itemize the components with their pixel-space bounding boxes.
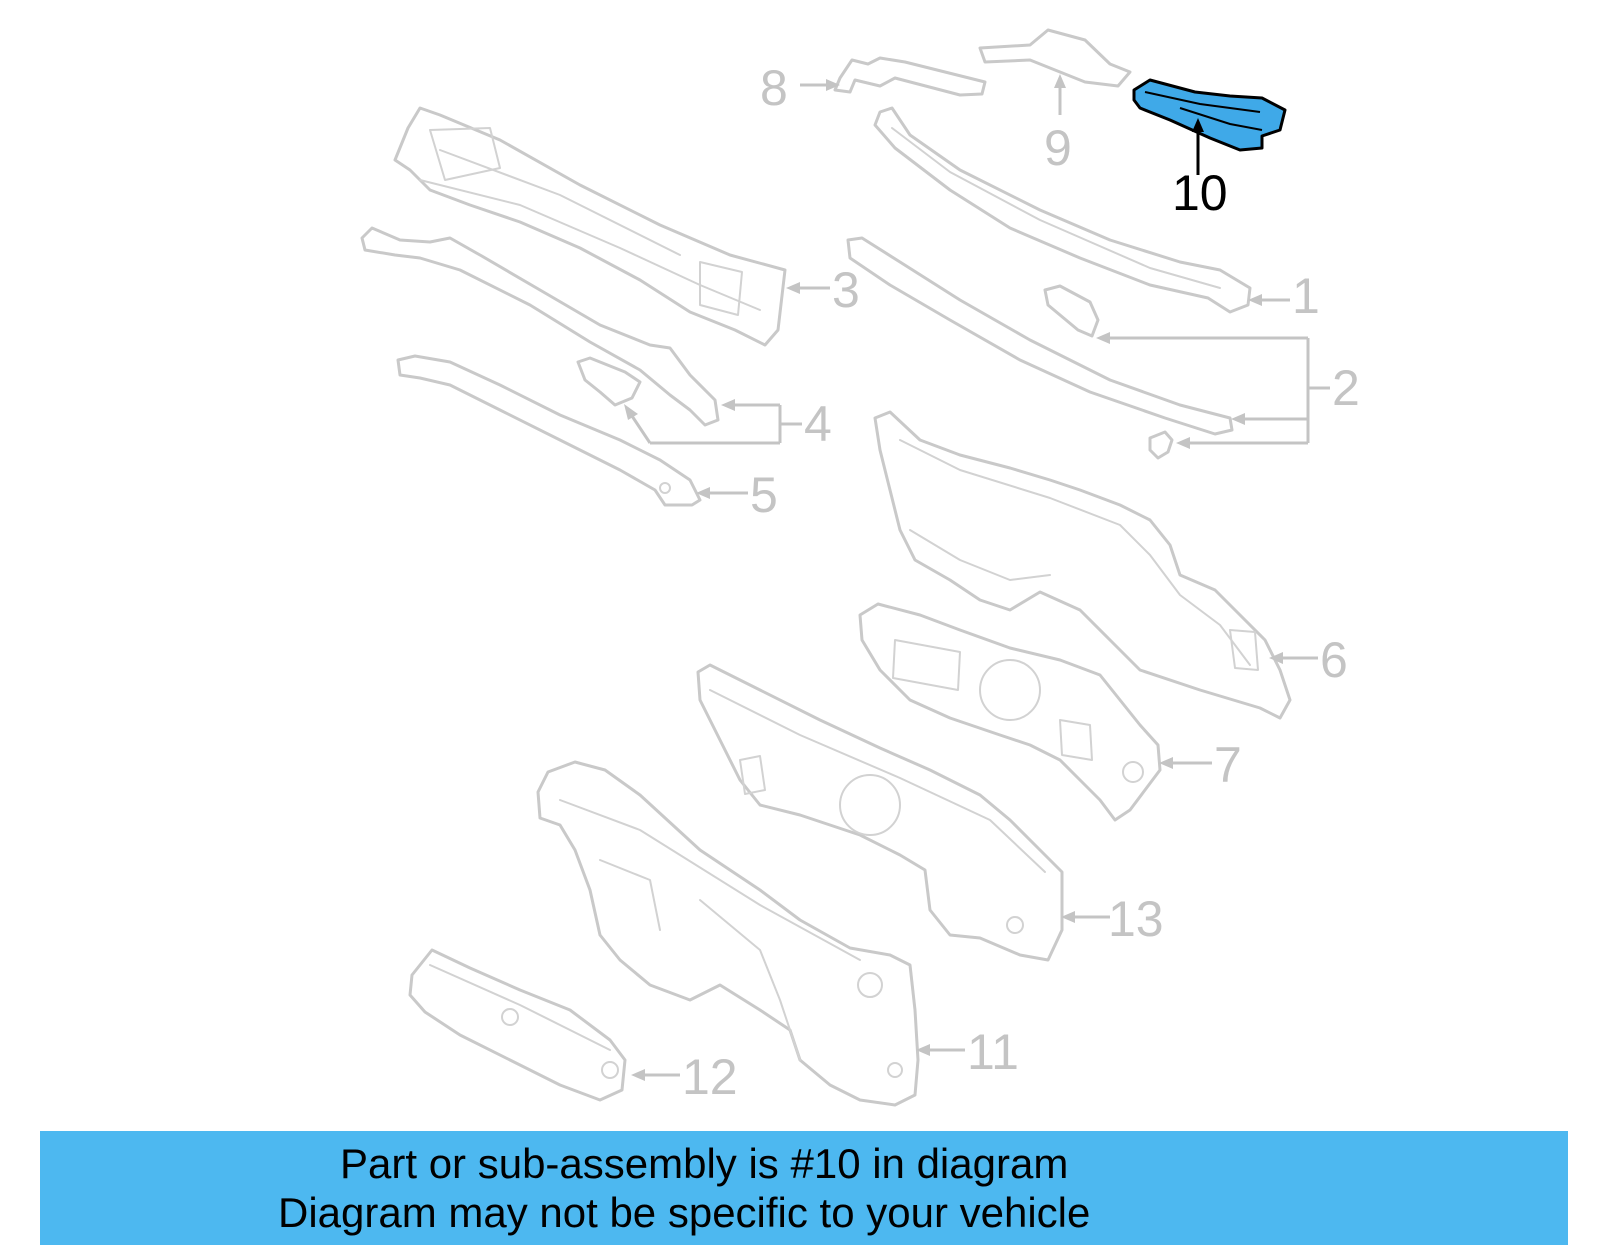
callout-6: 6 bbox=[1269, 632, 1348, 688]
part-5 bbox=[396, 354, 702, 507]
part-9 bbox=[978, 28, 1132, 88]
part-2 bbox=[846, 236, 1330, 460]
callout-8: 8 bbox=[760, 60, 840, 116]
callout-number-13: 13 bbox=[1108, 891, 1164, 947]
caption-line-2: Diagram may not be specific to your vehi… bbox=[278, 1189, 1091, 1236]
callout-number-10: 10 bbox=[1172, 165, 1228, 221]
callout-5: 5 bbox=[696, 467, 778, 523]
callout-number-12: 12 bbox=[682, 1049, 738, 1105]
callout-number-7: 7 bbox=[1214, 737, 1242, 793]
part-12 bbox=[408, 948, 627, 1102]
callout-number-4: 4 bbox=[804, 396, 832, 452]
callout-number-9: 9 bbox=[1044, 120, 1072, 176]
callout-7: 7 bbox=[1159, 737, 1242, 793]
callout-2: 2 bbox=[1332, 360, 1360, 416]
callout-9: 9 bbox=[1044, 74, 1072, 176]
callout-number-11: 11 bbox=[967, 1024, 1019, 1080]
callout-number-5: 5 bbox=[750, 467, 778, 523]
part-1 bbox=[873, 106, 1252, 314]
caption-banner: Part or sub-assembly is #10 in diagram D… bbox=[40, 1131, 1568, 1245]
part-8 bbox=[833, 56, 987, 97]
part-3 bbox=[393, 106, 787, 347]
part-6 bbox=[873, 410, 1292, 720]
part-11 bbox=[536, 760, 920, 1107]
callout-number-3: 3 bbox=[832, 262, 860, 318]
part-4 bbox=[360, 226, 802, 445]
callout-number-8: 8 bbox=[760, 60, 788, 116]
caption-line-1: Part or sub-assembly is #10 in diagram bbox=[340, 1140, 1069, 1187]
callout-13: 13 bbox=[1061, 891, 1164, 947]
part-10-highlighted[interactable] bbox=[1132, 78, 1287, 152]
callout-number-1: 1 bbox=[1292, 268, 1320, 324]
callout-1: 1 bbox=[1248, 268, 1320, 324]
callout-number-6: 6 bbox=[1320, 632, 1348, 688]
callout-number-2: 2 bbox=[1332, 360, 1360, 416]
callout-4: 4 bbox=[804, 396, 832, 452]
callout-10: 10 bbox=[1172, 118, 1228, 221]
part-13 bbox=[696, 663, 1064, 962]
part-7 bbox=[858, 602, 1162, 822]
callout-11: 11 bbox=[916, 1024, 1019, 1080]
callout-12: 12 bbox=[631, 1049, 738, 1105]
callout-3: 3 bbox=[786, 262, 860, 318]
